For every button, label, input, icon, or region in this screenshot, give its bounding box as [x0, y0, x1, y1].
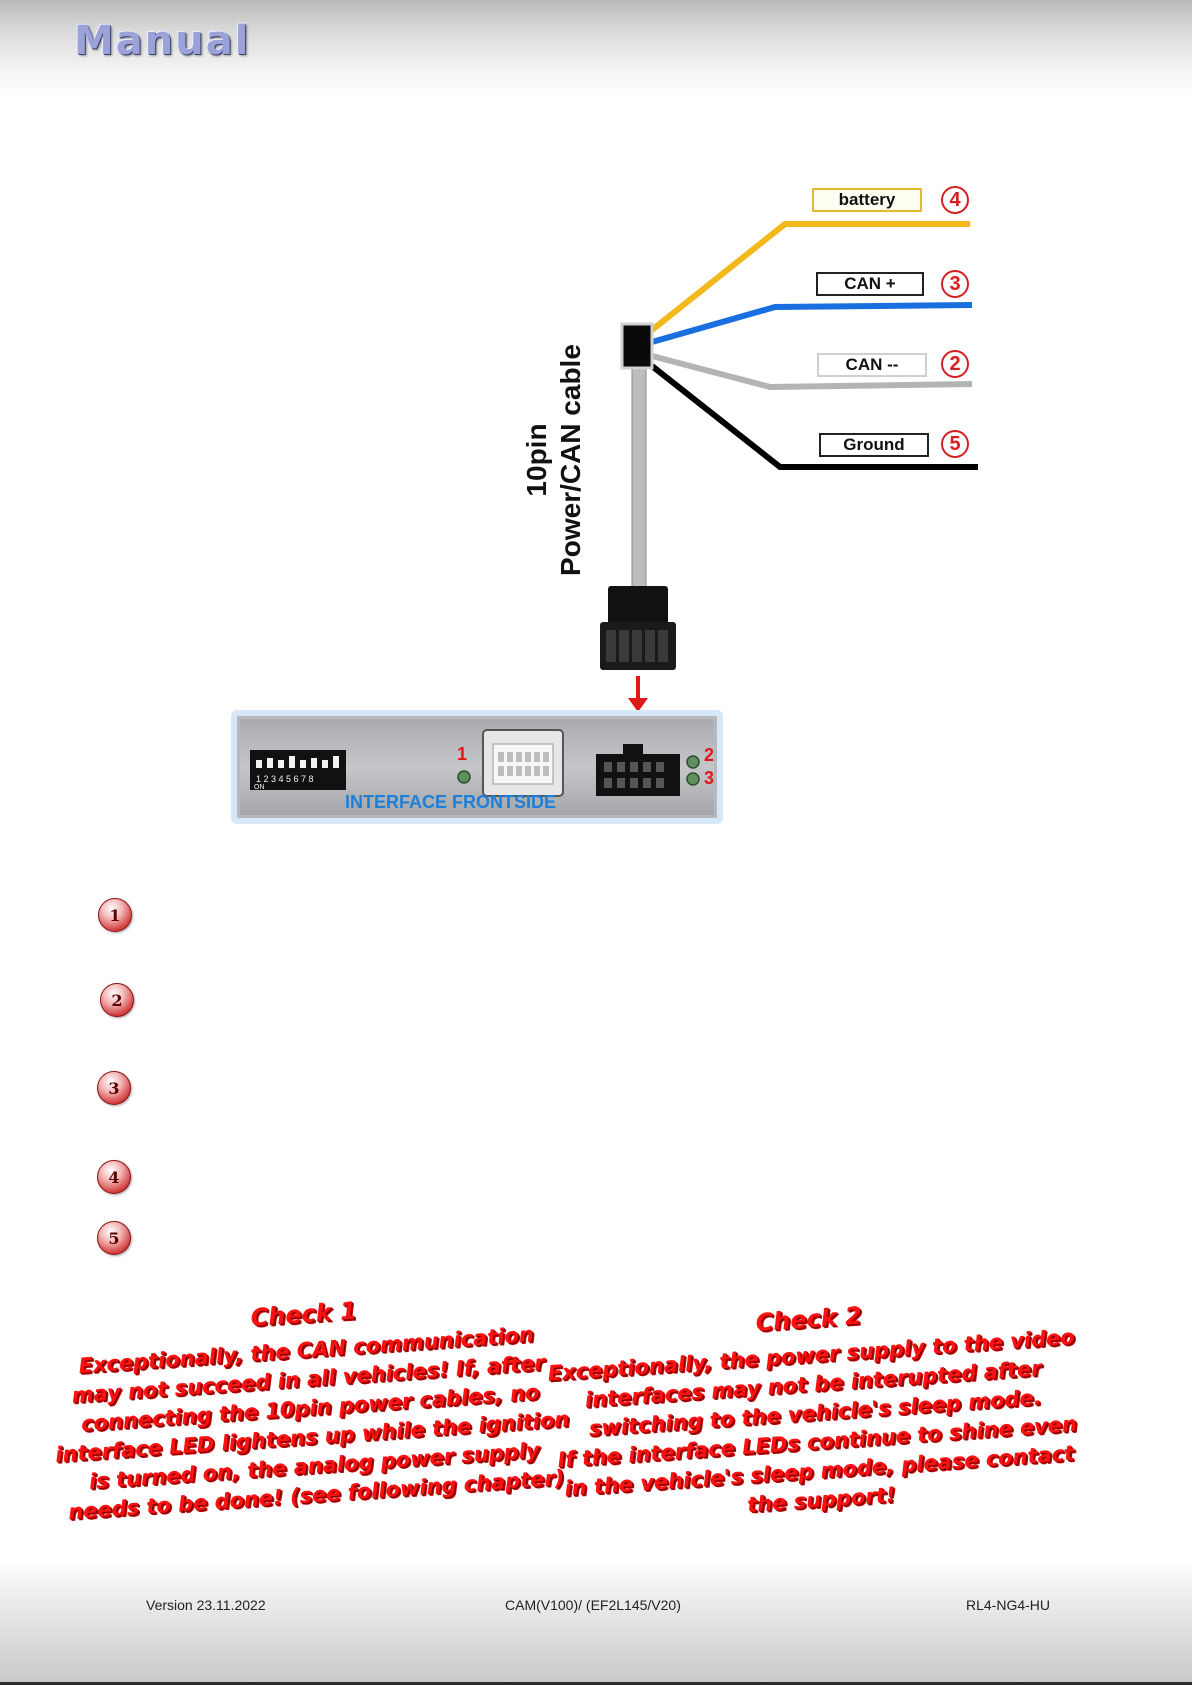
arrow-down-icon: [628, 698, 648, 712]
legend-badge-4: 4: [97, 1160, 131, 1194]
wire-label-can-plus: CAN +: [816, 272, 924, 296]
dip-on-label: ON: [254, 784, 265, 791]
dip-numbers: 1 2 3 4 5 6 7 8: [256, 774, 314, 784]
wire-label-battery: battery: [812, 188, 922, 212]
legend-badge-3: 3: [97, 1071, 131, 1105]
footer-band: [0, 1560, 1192, 1685]
battery-wire: [650, 221, 970, 333]
can-plus-wire: [651, 302, 973, 345]
led-1: [457, 770, 471, 784]
check-1-block: Check 1 Exceptionally, the CAN communica…: [33, 1281, 586, 1528]
can-minus-wire: [651, 353, 973, 391]
led-2: [686, 755, 700, 769]
header-band: [0, 0, 1192, 100]
legend-badge-2: 2: [100, 983, 134, 1017]
legend-badge-1: 1: [98, 898, 132, 932]
led-3-number: 3: [704, 768, 715, 788]
footer-code: RL4-NG4-HU: [966, 1597, 1051, 1613]
wire-label-ground: Ground: [819, 433, 929, 457]
splitter-block: [620, 322, 654, 370]
legend-badge-5: 5: [97, 1221, 131, 1255]
led-2-number: 2: [704, 745, 715, 765]
dip-switch: [250, 750, 346, 790]
wire-label-can-minus: CAN --: [817, 353, 927, 377]
pin-badge-can-minus: 2: [941, 350, 969, 378]
cable-title-line2: Power/CAN cable: [555, 344, 586, 576]
pin-badge-battery: 4: [941, 186, 969, 214]
cable-title-line1: 10pin: [521, 423, 552, 497]
black-port: [596, 754, 680, 796]
cable-title: 10pin Power/CAN cable: [520, 310, 588, 610]
pin-badge-ground: 5: [941, 430, 969, 458]
interface-frontside-label: INTERFACE FRONTSIDE: [345, 792, 557, 812]
led-3: [686, 772, 700, 786]
page-title: Manual: [74, 18, 251, 64]
pin-badge-can-plus: 3: [941, 270, 969, 298]
check-2-block: Check 2 Exceptionally, the power supply …: [528, 1286, 1101, 1535]
footer-model: CAM(V100)/ (EF2L145/V20): [505, 1597, 681, 1613]
footer-version: Version 23.11.2022: [146, 1597, 266, 1613]
footer-line: [0, 1682, 1192, 1685]
ground-wire: [650, 363, 978, 470]
led-1-number: 1: [457, 744, 468, 764]
connector-body: [608, 586, 668, 626]
